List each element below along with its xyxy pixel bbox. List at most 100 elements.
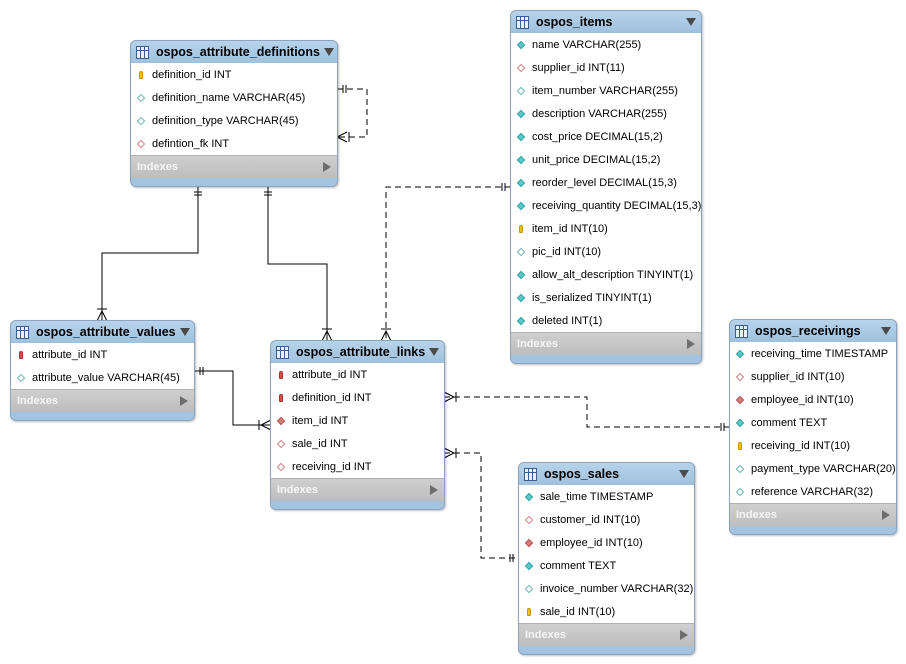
column-row[interactable]: defintion_fk INT [131,132,337,155]
column-label: unit_price DECIMAL(15,2) [532,153,661,166]
column-row[interactable]: receiving_id INT [271,455,444,478]
column-row[interactable]: description VARCHAR(255) [511,102,701,125]
column-list: definition_id INT definition_name VARCHA… [131,63,337,155]
column-row[interactable]: receiving_quantity DECIMAL(15,3) [511,194,701,217]
column-row[interactable]: definition_id INT [131,63,337,86]
column-row[interactable]: definition_name VARCHAR(45) [131,86,337,109]
column-row[interactable]: invoice_number VARCHAR(32) [519,577,694,600]
not-null-column-icon [516,132,526,142]
expand-play-icon[interactable] [687,339,695,349]
collapse-arrow-icon[interactable] [881,327,891,335]
column-row[interactable]: reorder_level DECIMAL(15,3) [511,171,701,194]
collapse-arrow-icon[interactable] [686,18,696,26]
column-label: reorder_level DECIMAL(15,3) [532,176,677,189]
table-icon [276,345,289,359]
not-null-column-icon [516,201,526,211]
column-row[interactable]: receiving_id INT(10) [730,434,896,457]
column-row[interactable]: sale_time TIMESTAMP [519,485,694,508]
column-row[interactable]: customer_id INT(10) [519,508,694,531]
column-row[interactable]: receiving_time TIMESTAMP [730,342,896,365]
relationship-defs-links[interactable] [267,186,328,341]
relationship-items-links[interactable] [385,186,511,341]
relationship-values-links[interactable] [194,370,271,426]
table-ospos-items[interactable]: ospos_items name VARCHAR(255) supplier_i… [510,10,702,364]
table-footer [730,526,896,534]
table-header[interactable]: ospos_receivings [730,320,896,342]
column-row[interactable]: is_serialized TINYINT(1) [511,286,701,309]
collapse-arrow-icon[interactable] [323,48,334,56]
relationship-links-receivings[interactable] [444,396,730,428]
table-header[interactable]: ospos_attribute_definitions [131,41,337,63]
column-row[interactable]: definition_id INT [271,386,444,409]
expand-play-icon[interactable] [882,510,890,520]
column-row[interactable]: payment_type VARCHAR(20) [730,457,896,480]
primary-key-icon [136,70,146,80]
column-row[interactable]: attribute_id INT [271,363,444,386]
column-row[interactable]: pic_id INT(10) [511,240,701,263]
indexes-section[interactable]: Indexes [131,155,337,178]
indexes-section[interactable]: Indexes [271,478,444,501]
column-row[interactable]: item_id INT [271,409,444,432]
table-footer [11,412,194,420]
column-row[interactable]: cost_price DECIMAL(15,2) [511,125,701,148]
column-row[interactable]: sale_id INT(10) [519,600,694,623]
column-row[interactable]: name VARCHAR(255) [511,33,701,56]
table-header[interactable]: ospos_items [511,11,701,33]
table-header[interactable]: ospos_sales [519,463,694,485]
column-row[interactable]: item_id INT(10) [511,217,701,240]
foreign-key-icon [524,515,534,525]
not-null-column-icon [516,293,526,303]
column-row[interactable]: attribute_value VARCHAR(45) [11,366,194,389]
column-row[interactable]: definition_type VARCHAR(45) [131,109,337,132]
collapse-arrow-icon[interactable] [179,328,190,336]
indexes-section[interactable]: Indexes [11,389,194,412]
table-ospos-attribute-links[interactable]: ospos_attribute_links attribute_id INT d… [270,340,445,510]
table-ospos-attribute-definitions[interactable]: ospos_attribute_definitions definition_i… [130,40,338,187]
relationship-links-sales[interactable] [444,452,519,559]
indexes-section[interactable]: Indexes [730,503,896,526]
table-header[interactable]: ospos_attribute_values [11,321,194,343]
column-label: comment TEXT [540,559,617,572]
column-label: defintion_fk INT [152,137,230,150]
table-ospos-attribute-values[interactable]: ospos_attribute_values attribute_id INT … [10,320,195,421]
column-row[interactable]: deleted INT(1) [511,309,701,332]
column-label: description VARCHAR(255) [532,107,667,120]
column-row[interactable]: attribute_id INT [11,343,194,366]
column-row[interactable]: item_number VARCHAR(255) [511,79,701,102]
relationship-defs-values[interactable] [101,186,199,321]
collapse-arrow-icon[interactable] [679,470,689,478]
column-label: definition_id INT [152,68,232,81]
column-label: item_id INT(10) [532,222,608,235]
relationship-defs-self[interactable] [337,88,368,138]
relationship-defs-self-markers [335,85,350,143]
expand-play-icon[interactable] [180,396,188,406]
column-row[interactable]: supplier_id INT(11) [511,56,701,79]
column-row[interactable]: allow_alt_description TINYINT(1) [511,263,701,286]
expand-play-icon[interactable] [323,162,331,172]
foreign-key-icon [276,439,286,449]
column-row[interactable]: supplier_id INT(10) [730,365,896,388]
column-row[interactable]: comment TEXT [730,411,896,434]
table-header[interactable]: ospos_attribute_links [271,341,444,363]
table-ospos-receivings[interactable]: ospos_receivings receiving_time TIMESTAM… [729,319,897,535]
indexes-section[interactable]: Indexes [519,623,694,646]
column-row[interactable]: employee_id INT(10) [730,388,896,411]
column-row[interactable]: reference VARCHAR(32) [730,480,896,503]
column-label: receiving_time TIMESTAMP [751,347,889,360]
foreign-key-icon [524,538,534,548]
column-label: payment_type VARCHAR(20) [751,462,896,475]
indexes-label: Indexes [736,509,777,521]
expand-play-icon[interactable] [680,630,688,640]
column-row[interactable]: employee_id INT(10) [519,531,694,554]
column-label: item_id INT [292,414,349,427]
column-row[interactable]: comment TEXT [519,554,694,577]
collapse-arrow-icon[interactable] [429,348,440,356]
column-row[interactable]: unit_price DECIMAL(15,2) [511,148,701,171]
table-title: ospos_receivings [755,324,861,338]
table-icon [735,324,748,338]
column-row[interactable]: sale_id INT [271,432,444,455]
expand-play-icon[interactable] [430,485,438,495]
column-list: attribute_id INT attribute_value VARCHAR… [11,343,194,389]
indexes-section[interactable]: Indexes [511,332,701,355]
table-ospos-sales[interactable]: ospos_sales sale_time TIMESTAMP customer… [518,462,695,655]
